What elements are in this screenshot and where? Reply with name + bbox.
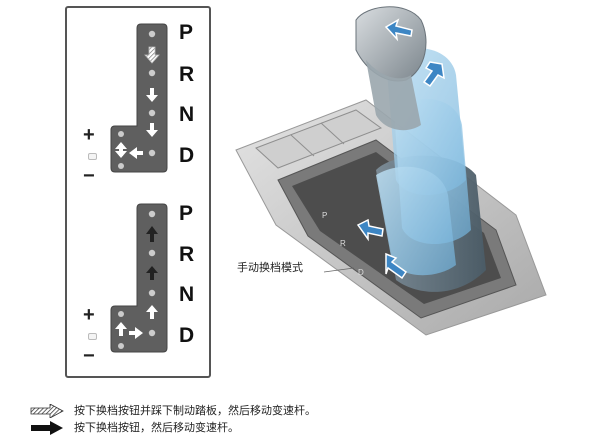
- shift-lever-svg: P R D: [216, 0, 600, 380]
- manual-mode-callout: 手动换档模式: [236, 261, 304, 275]
- manual-indicator-icon: [88, 153, 97, 160]
- position-label-r: R: [179, 64, 194, 85]
- gate-dot: [149, 250, 155, 256]
- position-label-d: D: [179, 145, 194, 166]
- console-letter-r: R: [340, 239, 346, 248]
- gate-dot: [118, 311, 124, 317]
- gate-dot: [149, 290, 155, 296]
- gate-dot: [149, 31, 155, 37]
- position-label-n: N: [179, 284, 194, 305]
- gate-dot: [118, 131, 124, 137]
- shift-lever-illustration: P R D: [216, 0, 600, 380]
- position-label-d: D: [179, 325, 194, 346]
- gate-dot: [149, 150, 155, 156]
- gate-dot: [118, 163, 124, 169]
- console-letter-p: P: [322, 211, 327, 220]
- shift-pattern-panel: P R N D + − P R N D + −: [65, 6, 211, 378]
- gate-dot: [149, 330, 155, 336]
- manual-plus-label: +: [83, 125, 95, 145]
- position-label-p: P: [179, 203, 193, 224]
- manual-indicator-icon: [88, 333, 97, 340]
- legend-text: 按下换档按钮，然后移动变速杆。: [74, 421, 239, 435]
- legend-text: 按下换档按钮并踩下制动踏板，然后移动变速杆。: [74, 404, 316, 418]
- gate-dot: [149, 70, 155, 76]
- solid-arrow-icon: [30, 421, 64, 435]
- position-label-r: R: [179, 244, 194, 265]
- manual-minus-label: −: [83, 346, 95, 366]
- hatched-arrow-icon: [30, 404, 64, 418]
- manual-minus-label: −: [83, 166, 95, 186]
- position-label-n: N: [179, 104, 194, 125]
- manual-plus-label: +: [83, 305, 95, 325]
- gate-dot: [118, 343, 124, 349]
- gate-dot: [149, 211, 155, 217]
- gate-dot: [149, 110, 155, 116]
- console-letter-d: D: [358, 268, 364, 277]
- position-label-p: P: [179, 22, 193, 43]
